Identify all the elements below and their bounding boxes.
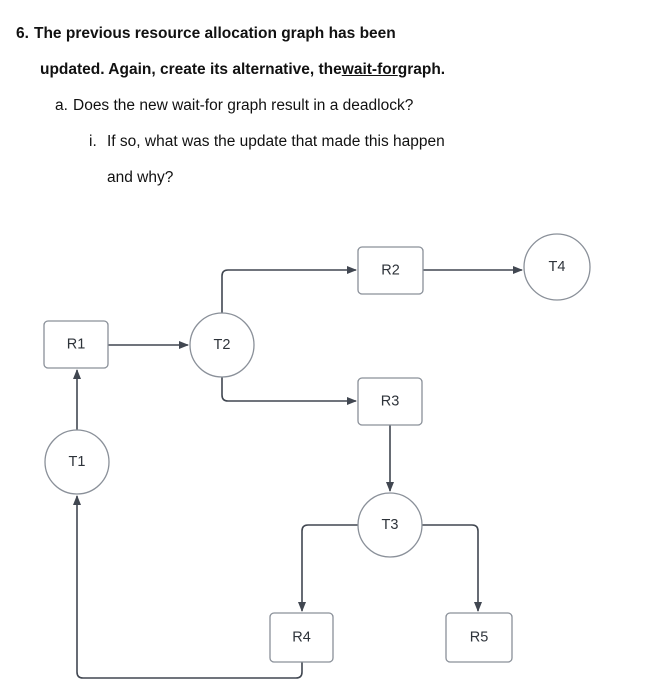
resource-rect xyxy=(357,246,424,295)
node-label-R5: R5 xyxy=(470,630,489,646)
resource-rect xyxy=(269,612,334,663)
sub-i-text-line-1: If so, what was the update that made thi… xyxy=(107,133,445,150)
node-label-R2: R2 xyxy=(381,263,400,279)
node-label-T3: T3 xyxy=(382,517,399,533)
question-number: 6. xyxy=(16,25,29,42)
edge-T3-to-R5 xyxy=(422,524,482,612)
node-T4: T4 xyxy=(523,233,591,301)
question-line-1: 6. The previous resource allocation grap… xyxy=(0,16,648,52)
resource-rect xyxy=(357,377,423,426)
question-line-2: updated. Again, create its alternative, … xyxy=(0,52,648,88)
question-text-line-2-post: graph. xyxy=(397,61,446,78)
process-circle xyxy=(357,492,423,558)
node-label-R4: R4 xyxy=(292,630,311,646)
process-circle xyxy=(44,429,110,495)
question-text-line-2-pre: updated. Again, create its alternative, … xyxy=(40,61,342,78)
sub-i-text-line-2: and why? xyxy=(107,169,174,186)
process-circle xyxy=(523,233,591,301)
node-label-R3: R3 xyxy=(381,394,400,410)
question-block: 6. The previous resource allocation grap… xyxy=(0,16,648,196)
edge-T2-to-R3 xyxy=(221,377,357,405)
node-R2: R2 xyxy=(357,246,424,295)
node-T1: T1 xyxy=(44,429,110,495)
edge-T2-to-R2 xyxy=(221,266,357,313)
node-T3: T3 xyxy=(357,492,423,558)
node-label-R1: R1 xyxy=(67,337,86,353)
edge-T3-to-R4 xyxy=(298,524,358,612)
node-label-T2: T2 xyxy=(214,337,231,353)
question-text-line-1: The previous resource allocation graph h… xyxy=(34,25,396,42)
node-R3: R3 xyxy=(357,377,423,426)
edge-R4-to-T1 xyxy=(73,495,303,679)
question-sub-i-line-1: i. If so, what was the update that made … xyxy=(0,124,648,160)
question-sub-a: a. Does the new wait-for graph result in… xyxy=(0,88,648,124)
resource-rect xyxy=(43,320,109,369)
node-label-T1: T1 xyxy=(69,454,86,470)
node-label-T4: T4 xyxy=(549,259,566,275)
question-sub-i-line-2: and why? xyxy=(0,160,648,196)
resource-rect xyxy=(445,612,513,663)
sub-i-marker: i. xyxy=(89,133,97,150)
node-T2: T2 xyxy=(189,312,255,378)
node-R1: R1 xyxy=(43,320,109,369)
sub-a-marker: a. xyxy=(55,97,68,114)
process-circle xyxy=(189,312,255,378)
node-R5: R5 xyxy=(445,612,513,663)
question-text-underlined: wait-for xyxy=(341,61,398,78)
node-R4: R4 xyxy=(269,612,334,663)
sub-a-text: Does the new wait-for graph result in a … xyxy=(73,97,414,114)
